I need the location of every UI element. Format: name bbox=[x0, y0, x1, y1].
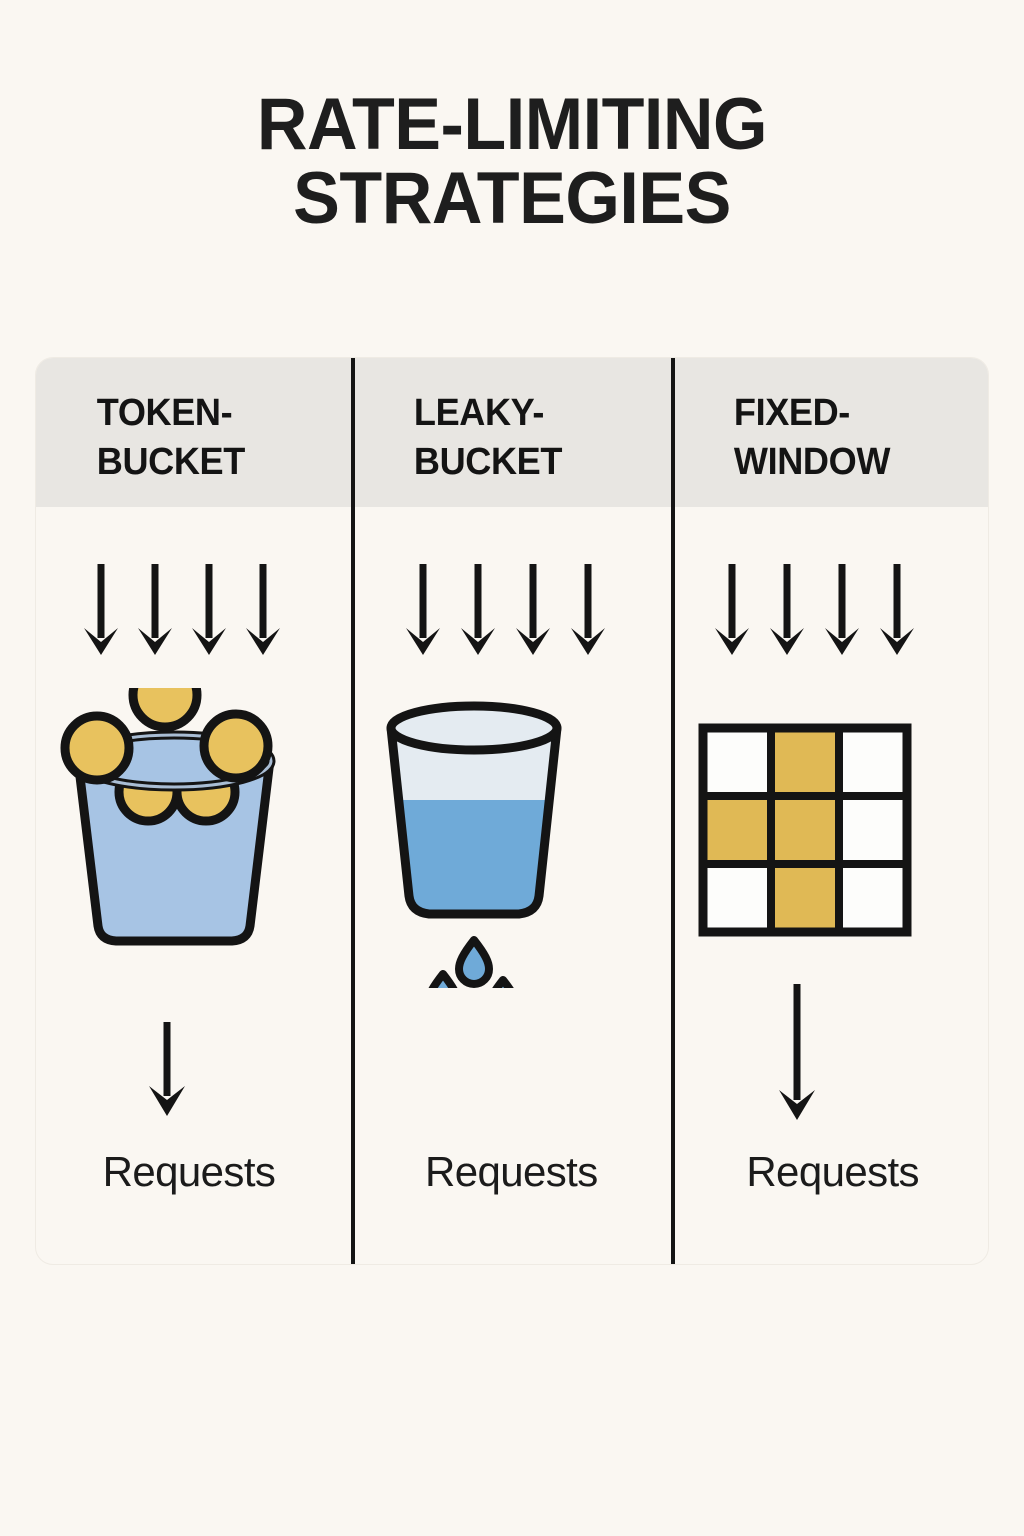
grid-cell-1-0 bbox=[698, 792, 775, 868]
grid-cell-2-2 bbox=[834, 860, 911, 936]
grid-cell-0-0 bbox=[698, 724, 775, 800]
requests-label-fixed-window: Requests bbox=[746, 1148, 919, 1195]
grid-cell-1-2 bbox=[834, 792, 911, 868]
inflow-arrows-leaky-bucket bbox=[359, 558, 677, 663]
illustration-token-bucket bbox=[36, 688, 354, 988]
requests-label-leaky-bucket: Requests bbox=[425, 1148, 598, 1195]
panel-header-band bbox=[36, 358, 988, 507]
column-header-fixed-window: FIXED- WINDOW bbox=[675, 389, 977, 486]
water-drips bbox=[428, 936, 515, 988]
column-header-token-bucket: TOKEN- BUCKET bbox=[36, 389, 338, 486]
column-header-line-2: WINDOW bbox=[733, 440, 891, 483]
water-drip-1 bbox=[455, 936, 494, 988]
column-fixed-window: FIXED- WINDOW bbox=[670, 358, 988, 1264]
column-header-line-1: FIXED- bbox=[733, 392, 850, 434]
inflow-arrows-token-bucket bbox=[36, 558, 354, 663]
glass-water bbox=[391, 800, 558, 914]
illustration-leaky-bucket bbox=[359, 688, 677, 988]
grid-cell-2-0 bbox=[698, 860, 775, 936]
water-drip-3 bbox=[492, 976, 515, 988]
grid-cell-2-1 bbox=[766, 860, 843, 936]
token-coin-2 bbox=[60, 711, 134, 785]
page-title-line-2: STRATEGIES bbox=[293, 158, 731, 240]
token-coin-1 bbox=[128, 688, 202, 732]
inflow-arrows-fixed-window bbox=[683, 558, 988, 663]
outflow-arrow-fixed-window bbox=[675, 980, 988, 1130]
column-header-line-2: BUCKET bbox=[414, 440, 563, 483]
token-coin-3 bbox=[199, 709, 273, 783]
strategies-panel: TOKEN- BUCKET bbox=[35, 357, 989, 1265]
column-header-line-1: LEAKY- bbox=[414, 392, 545, 434]
grid-cell-0-1 bbox=[766, 724, 843, 800]
column-token-bucket: TOKEN- BUCKET bbox=[36, 358, 354, 1264]
requests-label-token-bucket: Requests bbox=[102, 1148, 276, 1195]
outflow-arrow-token-bucket bbox=[36, 1018, 354, 1128]
column-header-line-2: BUCKET bbox=[96, 440, 246, 483]
column-header-leaky-bucket: LEAKY- BUCKET bbox=[355, 389, 657, 486]
page-title: RATE-LIMITING STRATEGIES bbox=[0, 84, 1024, 240]
grid-cell-0-2 bbox=[834, 724, 911, 800]
window-grid bbox=[698, 723, 912, 937]
column-header-line-1: TOKEN- bbox=[96, 392, 233, 434]
glass-rim bbox=[386, 701, 562, 755]
water-drip-2 bbox=[428, 970, 458, 988]
illustration-fixed-window-grid bbox=[683, 688, 988, 988]
grid-cell-1-1 bbox=[766, 792, 843, 868]
column-leaky-bucket: LEAKY- BUCKET bbox=[351, 358, 670, 1264]
strategy-columns: TOKEN- BUCKET bbox=[36, 358, 988, 1264]
page-title-line-1: RATE-LIMITING bbox=[256, 84, 768, 165]
